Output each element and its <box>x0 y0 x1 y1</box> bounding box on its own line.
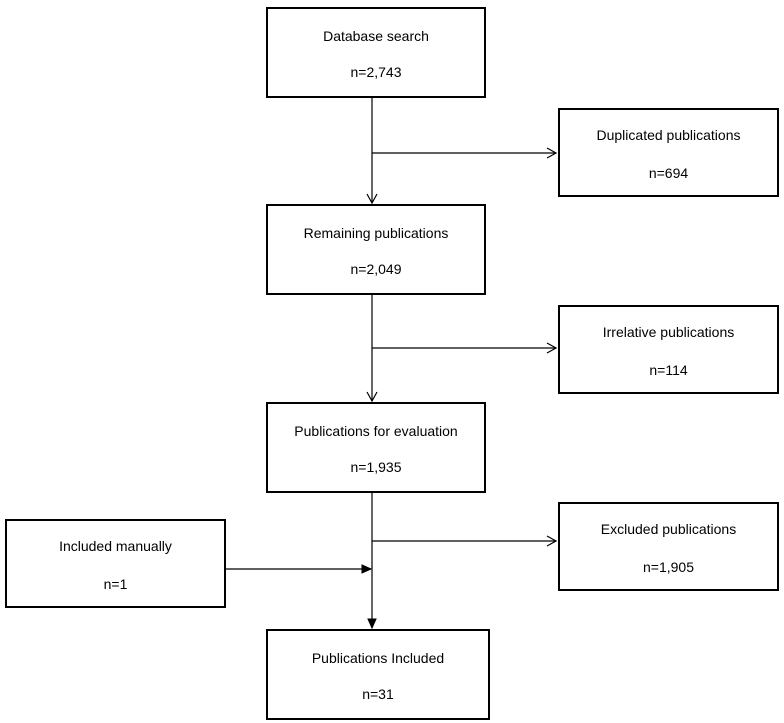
box-count: n=694 <box>648 165 689 181</box>
box-label: Excluded publications <box>600 521 737 537</box>
irrelative-publications-box: Irrelative publications n=114 <box>558 305 779 394</box>
box-count: n=114 <box>649 362 688 378</box>
box-count: n=1,905 <box>643 559 694 575</box>
box-label: Remaining publications <box>303 225 449 241</box>
box-count: n=2,049 <box>350 261 402 277</box>
box-label: Database search <box>323 28 429 44</box>
box-label: Publications for evaluation <box>294 423 458 439</box>
box-count: n=2,743 <box>350 64 402 80</box>
box-label: Duplicated publications <box>596 127 741 143</box>
box-label: Included manually <box>59 538 172 554</box>
box-count: n=31 <box>362 686 394 702</box>
database-search-box: Database search n=2,743 <box>266 7 486 98</box>
publications-included-box: Publications Included n=31 <box>266 629 490 720</box>
box-label: Irrelative publications <box>602 324 735 340</box>
box-label: Publications Included <box>311 650 445 666</box>
box-count: n=1 <box>103 576 128 592</box>
included-manually-box: Included manually n=1 <box>5 519 226 608</box>
publications-for-evaluation-box: Publications for evaluation n=1,935 <box>266 402 486 493</box>
duplicated-publications-box: Duplicated publications n=694 <box>558 108 779 197</box>
box-count: n=1,935 <box>350 459 402 475</box>
excluded-publications-box: Excluded publications n=1,905 <box>558 502 779 591</box>
remaining-publications-box: Remaining publications n=2,049 <box>266 204 486 295</box>
